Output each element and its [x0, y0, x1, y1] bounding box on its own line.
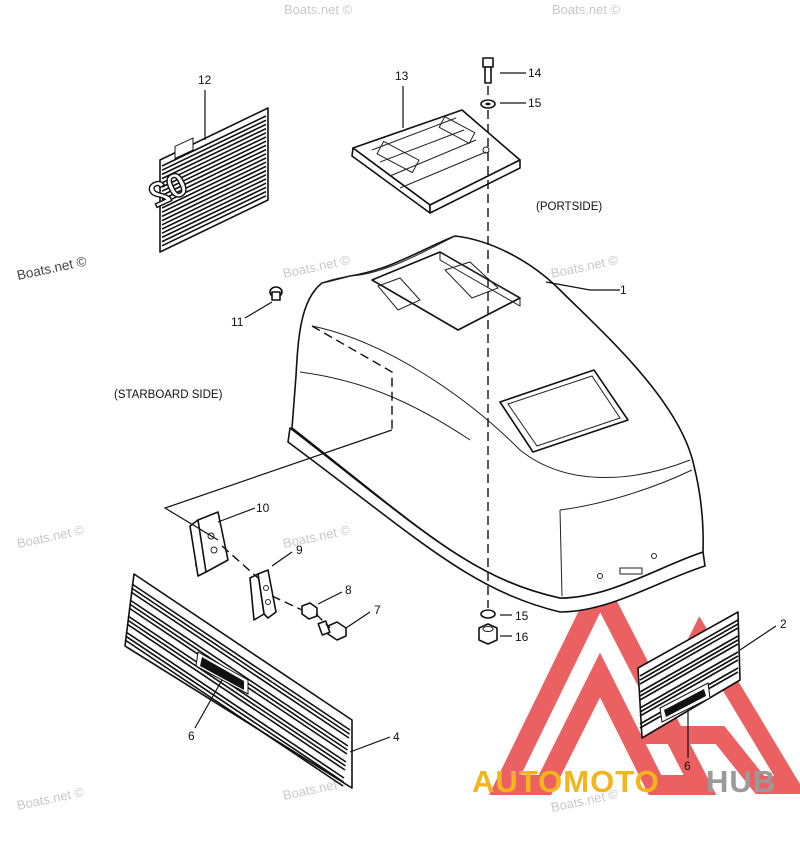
stripe-line [161, 144, 267, 197]
stripe-line [161, 157, 267, 209]
callout-part-4: 4 [393, 730, 400, 744]
portside-label: (PORTSIDE) [536, 201, 602, 213]
stripe-line [125, 631, 345, 779]
decal-part-12: 02 [142, 107, 269, 253]
stripe-line [161, 174, 267, 226]
stripe-line [127, 615, 347, 763]
stripe-line [161, 190, 267, 243]
stripe-line [639, 619, 739, 677]
callout-part-7: 7 [374, 603, 381, 617]
grommet-part-11 [269, 286, 283, 301]
stripe-line [130, 591, 350, 739]
washer-part-15-bottom [480, 609, 496, 619]
engine-cowl-part-1 [287, 235, 706, 613]
callout-part-11: 11 [231, 315, 244, 329]
stripe-line [161, 148, 267, 201]
stripe-line [161, 132, 267, 184]
watermark: Boats.net © [552, 2, 621, 17]
stripe-line [161, 195, 267, 247]
part-callouts: 1 2 4 6 6 7 8 9 10 11 12 13 14 15 15 16 [188, 66, 787, 773]
stripe-line [161, 186, 267, 239]
stripe-line [161, 182, 267, 234]
bracket-part-10 [189, 511, 229, 577]
leader-lines [194, 72, 777, 758]
brand-part2: HUB [706, 764, 776, 799]
stripe-line [161, 161, 267, 213]
stripe-line [161, 169, 267, 222]
bolt-part-14 [482, 57, 494, 84]
callout-part-15-bottom: 15 [515, 609, 529, 623]
side-decal-part-2 [637, 611, 741, 739]
stripe-line [161, 165, 267, 218]
callout-part-10: 10 [256, 501, 270, 515]
top-cover-plate-part-13 [351, 109, 521, 214]
stripe-line [127, 619, 346, 767]
stripe-line [161, 127, 267, 180]
stripe-line [639, 643, 739, 701]
callout-part-8: 8 [345, 583, 352, 597]
stripe-line [639, 623, 739, 681]
callout-part-9: 9 [296, 543, 303, 557]
callout-part-14: 14 [528, 66, 542, 80]
starboard-side-label: (STARBOARD SIDE) [114, 389, 223, 401]
callout-part-2: 2 [780, 617, 787, 631]
callout-part-6-left: 6 [188, 729, 195, 743]
callout-part-6-right: 6 [684, 759, 691, 773]
stripe-line [126, 623, 346, 771]
stripe-line [161, 136, 267, 188]
decal-stripes [161, 115, 267, 247]
watermark: Boats.net © [282, 522, 352, 551]
assembly-lines [163, 86, 489, 629]
stripe-line [125, 635, 344, 783]
stripe-line [639, 639, 739, 697]
automotohub-wordmark: AUTOMOTO HUB [472, 764, 776, 799]
stripe-line [161, 153, 267, 205]
side-decal-part-4 [124, 573, 353, 789]
stripe-line [161, 115, 267, 167]
stripe-line [161, 178, 267, 230]
watermark: Boats.net © [282, 252, 352, 281]
stripe-line [639, 655, 739, 713]
callout-part-13: 13 [395, 69, 409, 83]
stripe-line [124, 639, 344, 787]
stripe-line [161, 123, 267, 176]
stripe-line [131, 583, 351, 731]
callout-part-15-top: 15 [528, 96, 542, 110]
nut-part-8 [301, 602, 318, 620]
stripe-line [161, 119, 267, 171]
watermark: Boats.net © [284, 2, 353, 17]
watermark: Boats.net © [16, 784, 86, 813]
decal-stripes [124, 583, 351, 787]
decal-stripes [639, 619, 739, 729]
stripe-line [161, 140, 267, 192]
callout-part-16: 16 [515, 630, 529, 644]
watermark: Boats.net © [550, 252, 620, 281]
brand-part1: AUTOMOTO [472, 764, 660, 799]
stripe-line [639, 627, 739, 685]
stripe-line [131, 587, 350, 735]
stripe-line [129, 599, 349, 747]
stripe-line [639, 651, 739, 709]
watermark: Boats.net © [16, 522, 86, 551]
washer-part-15-top [480, 99, 496, 109]
bolt-part-7 [317, 620, 347, 641]
watermark: Boats.net © [16, 254, 88, 283]
callout-part-12: 12 [198, 73, 212, 87]
bracket-part-9 [249, 569, 277, 621]
stripe-line [639, 659, 739, 717]
nut-part-16 [478, 623, 498, 645]
callout-part-1: 1 [620, 283, 627, 297]
stripe-line [639, 635, 739, 693]
